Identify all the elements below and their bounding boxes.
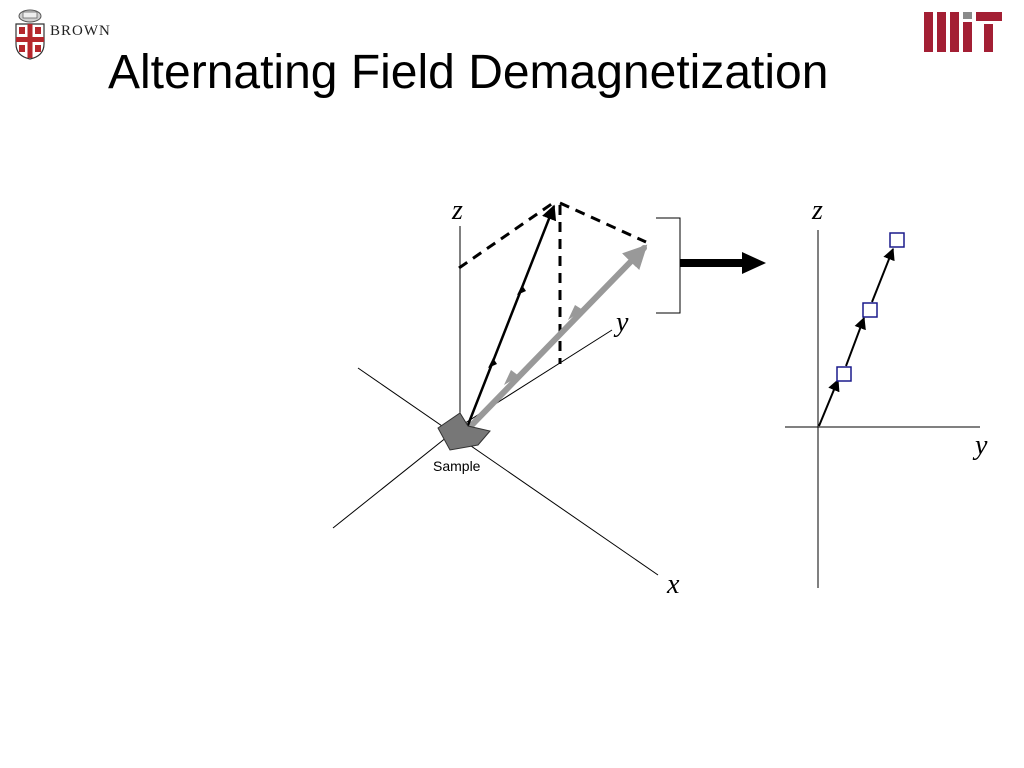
dash-z-to-top: [458, 201, 554, 270]
gray-vector-mid-arrow-2: [568, 305, 583, 320]
black-vector: [464, 204, 557, 431]
right-y-label: y: [972, 430, 988, 461]
black-vector-line: [464, 204, 557, 431]
right-vector-seg-2: [845, 316, 866, 367]
sample-shape: [437, 412, 491, 451]
right-z-label: z: [811, 195, 823, 226]
black-vector-mid-arrow-2: [517, 285, 526, 295]
brown-shield-icon: [15, 9, 45, 60]
left-z-label: z: [451, 195, 463, 226]
slide-title: Alternating Field Demagnetization: [108, 46, 829, 99]
left-y-label: y: [613, 307, 629, 338]
projection-dashes: [458, 201, 647, 364]
right-vector-seg-1: [818, 378, 840, 427]
brown-logo: BROWN: [14, 8, 124, 60]
dash-top-to-gray-tip: [559, 201, 647, 244]
right-vector-seg-3: [871, 247, 895, 303]
data-marker: [889, 232, 905, 248]
transition-arrow: [680, 252, 766, 274]
brown-wordmark: BROWN: [50, 23, 111, 39]
right-plot: z y: [785, 195, 988, 588]
x-axis-line: [357, 367, 659, 576]
gray-vector-line: [462, 244, 648, 435]
data-marker: [836, 366, 852, 382]
gray-vector: [462, 244, 648, 435]
mit-logo: [922, 10, 1004, 54]
bracket: [656, 217, 681, 314]
gray-vector-mid-arrow-1: [504, 370, 519, 385]
black-vector-mid-arrow-1: [488, 358, 497, 368]
mit-logo-icon: [924, 12, 1002, 52]
sample-label: Sample: [433, 458, 481, 474]
data-marker: [862, 302, 878, 318]
left-x-label: x: [666, 569, 680, 600]
y-axis-back-line: [332, 424, 463, 529]
